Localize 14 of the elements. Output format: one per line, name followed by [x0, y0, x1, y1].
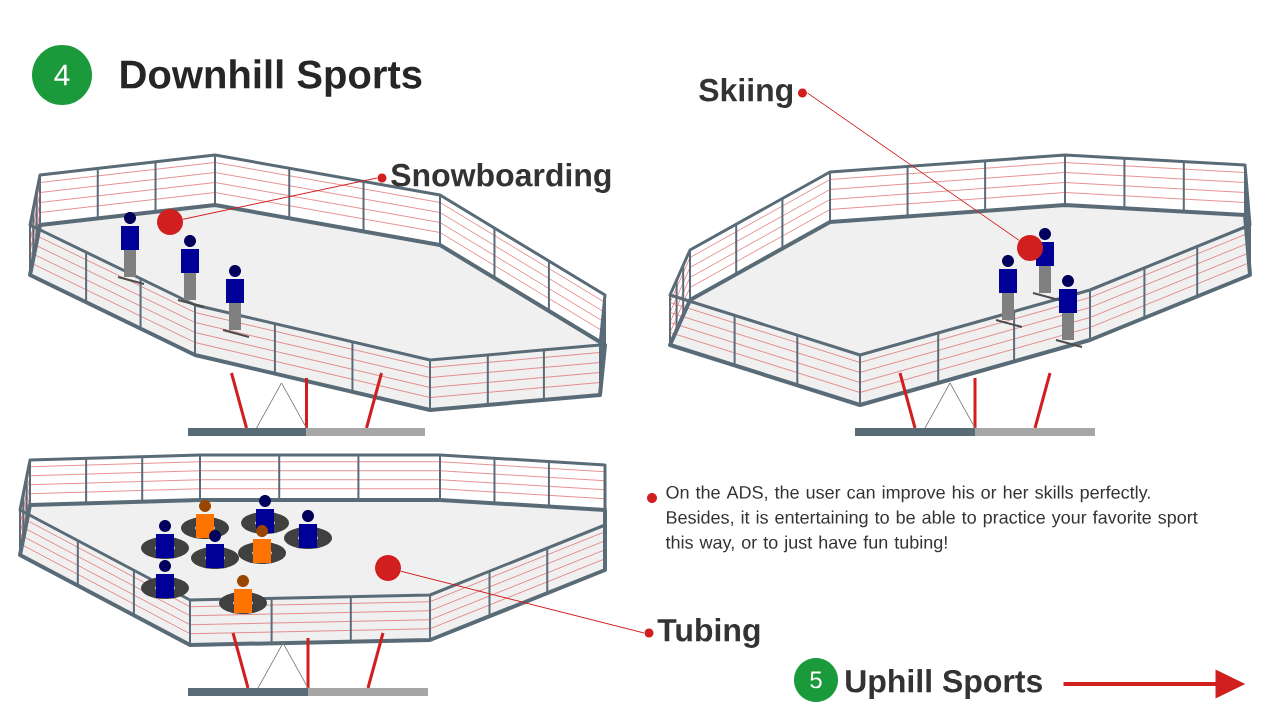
section-heading: Uphill Sports: [846, 669, 1042, 699]
marker-dot: [1017, 235, 1043, 261]
title: Downhill Sports: [121, 59, 422, 97]
marker-dot: [157, 209, 183, 235]
number-badge: 5: [794, 658, 838, 702]
marker-dot: [375, 555, 401, 581]
paragraph: On the ADS, the user can improve his or her skills perfectly. Besides, it is entertaining to be able to practice your favorite sport this way, or to just have fun tubing!: [665, 485, 1198, 553]
callout-label: Snowboarding: [377, 163, 611, 193]
callout-label: Tubing: [644, 618, 760, 648]
leader-line: [400, 570, 645, 634]
leader-line: [182, 177, 378, 220]
number-badge: 4: [32, 45, 92, 105]
callout-label: Skiing: [699, 78, 807, 108]
leader-line: [806, 92, 1020, 241]
